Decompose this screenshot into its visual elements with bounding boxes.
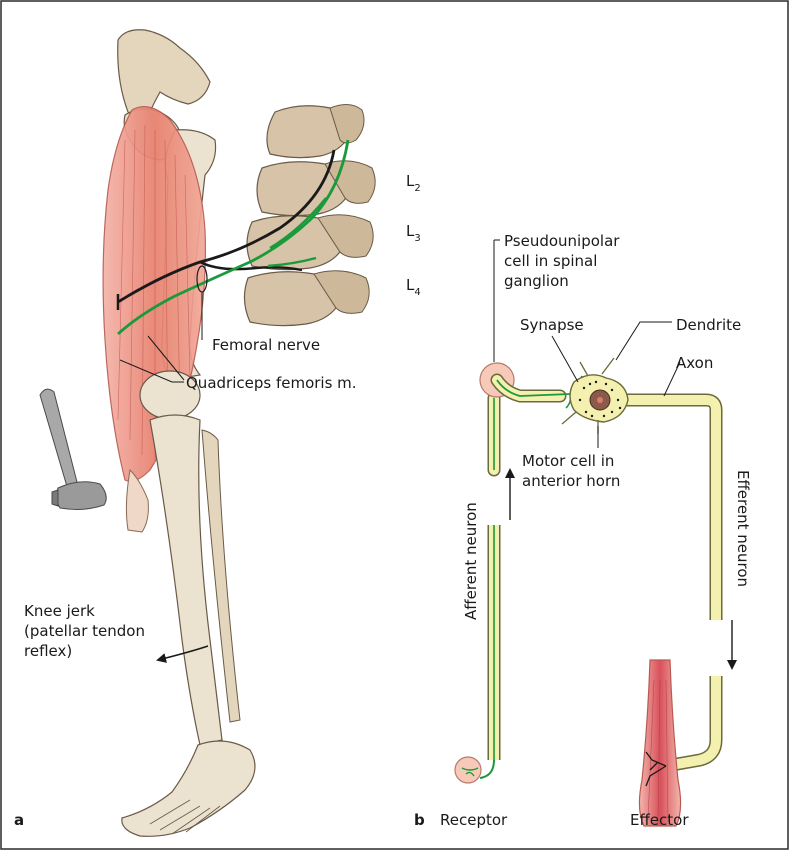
femoral-nerve-label: Femoral nerve [212, 336, 320, 354]
motor-cell-label: Motor cell in anterior horn [522, 452, 620, 490]
panel-b-letter: b [414, 811, 425, 829]
afferent-neuron-label: Afferent neuron [462, 502, 480, 620]
panel-b: Pseudounipolar cell in spinal ganglion S… [414, 232, 752, 829]
quadriceps-label: Quadriceps femoris m. [186, 374, 357, 392]
dendrite-label: Dendrite [676, 316, 741, 334]
reflex-hammer [40, 389, 106, 509]
pseudounipolar-label: Pseudounipolar cell in spinal ganglion [504, 232, 624, 290]
patellar-tendon [126, 470, 148, 532]
axon-label: Axon [676, 354, 713, 372]
synapse-label: Synapse [520, 316, 584, 334]
synapse-leader [552, 336, 578, 382]
efferent-neuron-label: Efferent neuron [734, 470, 752, 587]
dendrite-leader [616, 322, 672, 360]
afferent-fiber [480, 398, 494, 778]
vertebra-level-l2: L2 [406, 172, 421, 194]
vertebra-level-l4: L4 [406, 276, 421, 298]
panel-a: L2 L3 L4 Femoral nerve Quadriceps femori… [14, 30, 421, 837]
panel-a-letter: a [14, 811, 24, 829]
receptor-label: Receptor [440, 811, 508, 829]
knee-jerk-label: Knee jerk (patellar tendon reflex) [24, 602, 150, 660]
foot-bones [122, 741, 255, 836]
motor-cell-nucleolus [597, 397, 603, 403]
vertebra-level-l3: L3 [406, 222, 421, 244]
effector-label: Effector [630, 811, 689, 829]
